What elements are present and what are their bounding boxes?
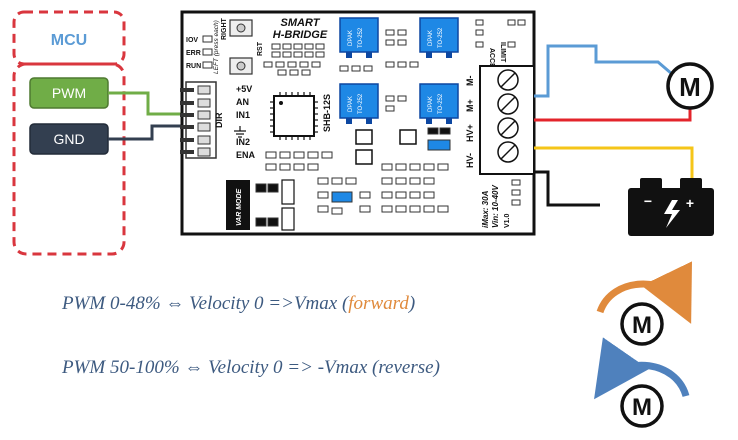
forward-caption: PWM 0-48% ⇔ Velocity 0 =>Vmax (forward) xyxy=(62,293,415,315)
var-mode-label: VAR MODE xyxy=(236,188,243,226)
svg-text:M: M xyxy=(632,394,652,421)
reverse-motor-icon: M xyxy=(620,384,664,428)
rst-label: RST xyxy=(257,41,264,56)
button-left-label: LEFT (press each) xyxy=(213,20,220,74)
board-title-line2: H-BRIDGE xyxy=(273,29,328,41)
header-dir-label: DIR xyxy=(214,112,224,128)
svg-text:TO-252: TO-252 xyxy=(358,27,364,48)
var-mode-pads xyxy=(255,183,279,227)
microcontroller-chip xyxy=(270,92,318,140)
pin-label-in1: IN1 xyxy=(236,110,250,120)
mosfet-2: DPAK TO-252 xyxy=(419,17,459,58)
motor-minus-wire xyxy=(534,44,673,98)
ground-symbol-icon xyxy=(234,126,246,138)
led-label-run: RUN xyxy=(186,63,201,70)
pin-label-in2: IN2 xyxy=(236,137,250,147)
mcu-title: MCU xyxy=(51,32,87,49)
forward-caption-text: PWM 0-48% ⇔ Velocity 0 =>Vmax ( xyxy=(62,293,349,314)
smd-components-middle xyxy=(265,29,451,215)
right-button-cap xyxy=(236,23,246,33)
reverse-caption: PWM 50-100% ⇔ Velocity 0 => -Vmax (rever… xyxy=(62,357,440,379)
mosfet-3: DPAK TO-252 xyxy=(339,83,379,124)
gnd-wire xyxy=(108,124,190,141)
ilimit-label: ILIMIT xyxy=(499,42,506,63)
terminal-label-hv-minus: HV- xyxy=(465,153,475,168)
led-label-iov: IOV xyxy=(186,37,198,44)
svg-text:M: M xyxy=(679,72,701,102)
pwm-label: PWM xyxy=(52,85,86,101)
svg-text:M: M xyxy=(632,312,652,339)
svg-text:DPAK: DPAK xyxy=(348,30,354,46)
board-model-label: SHB-12S xyxy=(322,94,332,132)
mcu-title-frame xyxy=(12,10,126,66)
pin-label-5v: +5V xyxy=(236,84,252,94)
terminal-label-m-minus: M- xyxy=(465,76,475,87)
reverse-caption-text: PWM 50-100% ⇔ Velocity 0 => -Vmax (rever… xyxy=(62,357,440,378)
mosfet-1: DPAK TO-252 xyxy=(339,17,379,58)
gnd-label: GND xyxy=(53,131,84,147)
svg-text:+: + xyxy=(686,195,694,211)
mosfet-4: DPAK TO-252 xyxy=(419,83,459,124)
svg-text:DPAK: DPAK xyxy=(348,96,354,112)
pin-header xyxy=(185,81,217,159)
pwm-wire xyxy=(108,91,190,116)
forward-caption-end: ) xyxy=(408,293,416,314)
var-mode-chip-2 xyxy=(281,207,295,231)
battery-plus-wire xyxy=(534,146,694,188)
status-leds xyxy=(202,35,213,69)
button-right-label: RIGHT xyxy=(221,18,228,41)
rating-vin: Vin: 10-40V xyxy=(491,185,500,228)
terminal-label-m-plus: M+ xyxy=(465,99,475,112)
board-revision: V1.0 xyxy=(504,213,511,228)
battery-icon: − + xyxy=(628,178,714,236)
svg-text:DPAK: DPAK xyxy=(428,96,434,112)
terminal-screws xyxy=(497,69,519,163)
smd-components-right xyxy=(511,179,521,206)
led-label-err: ERR xyxy=(186,50,201,57)
terminal-label-hv-plus: HV+ xyxy=(465,124,475,142)
mcu-frame xyxy=(12,62,126,256)
board-title-line1: SMART xyxy=(281,17,321,29)
forward-motor-icon: M xyxy=(620,302,664,346)
svg-text:−: − xyxy=(644,193,652,209)
svg-text:TO-252: TO-252 xyxy=(358,93,364,114)
left-button-cap xyxy=(236,61,246,71)
pin-label-ena: ENA xyxy=(236,150,256,160)
motor-plus-wire xyxy=(534,108,692,122)
svg-text:TO-252: TO-252 xyxy=(438,93,444,114)
forward-rotation-arrow xyxy=(596,261,692,324)
limit-trimmers xyxy=(475,19,526,48)
svg-text:TO-252: TO-252 xyxy=(438,27,444,48)
pin-header-pins xyxy=(180,85,211,157)
pin-label-an: AN xyxy=(236,97,249,107)
var-mode-chip xyxy=(281,179,295,205)
forward-caption-word: forward xyxy=(348,293,409,314)
acce-label: ACCE xyxy=(488,48,495,68)
motor-icon: M xyxy=(666,62,714,110)
smd-components-top xyxy=(263,43,325,76)
battery-minus-wire xyxy=(534,170,600,207)
rating-imax: iMax: 30A xyxy=(481,190,490,228)
var-mode-block xyxy=(226,180,250,230)
reverse-rotation-arrow xyxy=(594,337,690,400)
svg-text:DPAK: DPAK xyxy=(428,30,434,46)
